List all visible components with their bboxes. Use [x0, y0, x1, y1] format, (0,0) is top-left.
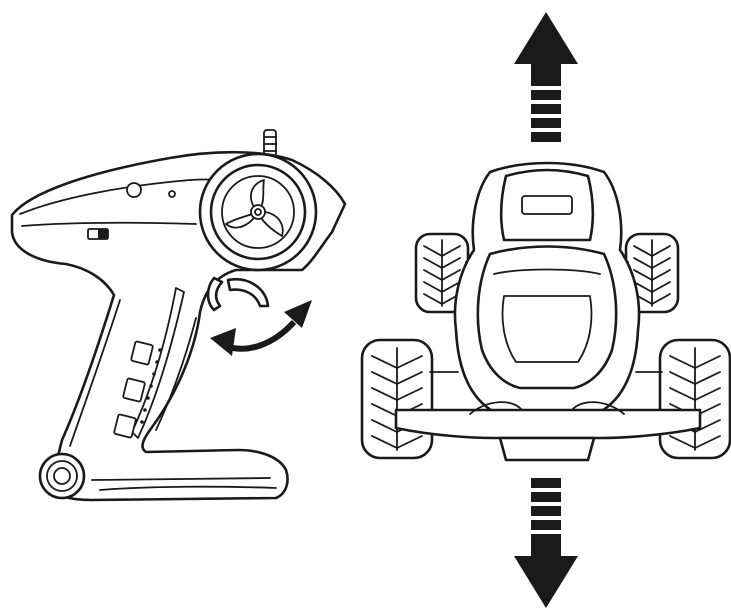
grip-button-icon — [130, 340, 154, 366]
grip-front-edge — [155, 317, 197, 431]
skid-plate — [498, 436, 596, 462]
front-bumper — [394, 408, 702, 440]
transmitter-icon — [10, 129, 347, 502]
indicator-light-icon — [168, 190, 176, 198]
power-switch-icon — [87, 228, 109, 240]
buggy-hood — [476, 245, 618, 390]
grip-dots — [140, 348, 162, 424]
grip-button-icon — [122, 377, 146, 403]
steering-wheel-icon — [198, 152, 318, 272]
rear-left-tire-icon — [360, 338, 434, 460]
bumper-bar — [469, 401, 523, 415]
button-icon — [126, 182, 142, 198]
grip-inner-edge — [69, 299, 121, 447]
rc-buggy-top-view-icon — [360, 161, 731, 462]
transmitter-base-line — [91, 477, 271, 481]
rear-right-tire-icon — [658, 338, 731, 460]
trigger-icon — [206, 276, 224, 312]
base-knob-icon — [38, 452, 86, 500]
transmitter-side-ridge — [21, 221, 197, 227]
down-arrow-icon — [514, 478, 578, 608]
roof-scoop — [521, 195, 573, 215]
curved-double-arrow-icon — [210, 300, 312, 356]
up-arrow-icon — [514, 12, 578, 142]
grip-button-icon — [113, 413, 137, 439]
transmitter-base-line — [99, 485, 277, 491]
grip-panel — [131, 287, 185, 439]
trigger-guard — [226, 277, 270, 308]
antenna-icon — [263, 129, 277, 159]
hood-crease — [493, 268, 601, 275]
bumper-bar — [571, 401, 625, 415]
hood-panel — [501, 295, 593, 363]
